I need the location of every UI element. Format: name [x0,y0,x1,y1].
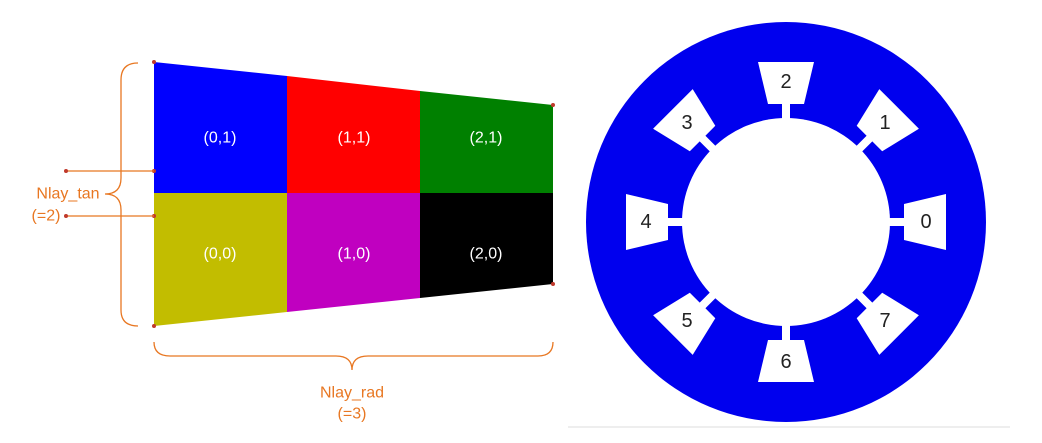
rad-brace [153,341,554,371]
stator-slot [758,322,814,382]
slot-label: 0 [920,211,931,233]
tan-value: (=2) [32,208,61,225]
slot-label: 4 [640,211,651,233]
grid-cell-label: (1,1) [338,130,371,147]
grid-cell-2-1 [420,91,553,193]
grid-cell-label: (2,1) [470,130,503,147]
grid-cell-label: (0,0) [204,246,237,263]
rad-dimension: Nlay_rad (=3) [153,341,554,423]
stator-slot [653,89,719,155]
slot-label: 6 [780,351,791,373]
grid-cell-1-0 [287,193,420,312]
grid-cell-2-0 [420,193,553,298]
grid-cell-1-1 [287,76,420,193]
corner-dot [551,282,555,286]
slot-label: 3 [681,112,692,134]
slot-label: 2 [780,71,791,93]
corner-dot [152,60,156,64]
stator-slot [653,289,719,355]
grid-cell-label: (2,0) [470,246,503,263]
grid-cell-0-1 [154,62,287,193]
slot-label: 1 [879,112,890,134]
stator-bore [682,118,890,326]
leader-dot [64,214,68,218]
corner-dot [152,324,156,328]
grid-cell-label: (0,1) [204,130,237,147]
stator-slot [853,89,919,155]
layer-grid: (0,1) (1,1) (2,1) (0,0) (1,0) (2,0) [152,60,555,328]
slot-label: 5 [681,310,692,332]
stator-slot [853,289,919,355]
rad-value: (=3) [338,406,367,423]
tan-brace [104,62,139,327]
tan-label: Nlay_tan [36,186,99,203]
stator-slot [758,62,814,122]
stator-slot [626,194,686,250]
stator-slots: 0 1 2 3 4 5 6 7 [626,62,946,382]
stator-slot [886,194,946,250]
slot-label: 7 [879,310,890,332]
stator: 0 1 2 3 4 5 6 7 [568,22,1010,428]
grid-cell-label: (1,0) [338,246,371,263]
grid-cell-0-0 [154,193,287,326]
corner-dot [551,103,555,107]
rad-label: Nlay_rad [320,385,384,402]
tan-dimension: Nlay_tan (=2) [32,62,154,327]
leader-dot [64,169,68,173]
